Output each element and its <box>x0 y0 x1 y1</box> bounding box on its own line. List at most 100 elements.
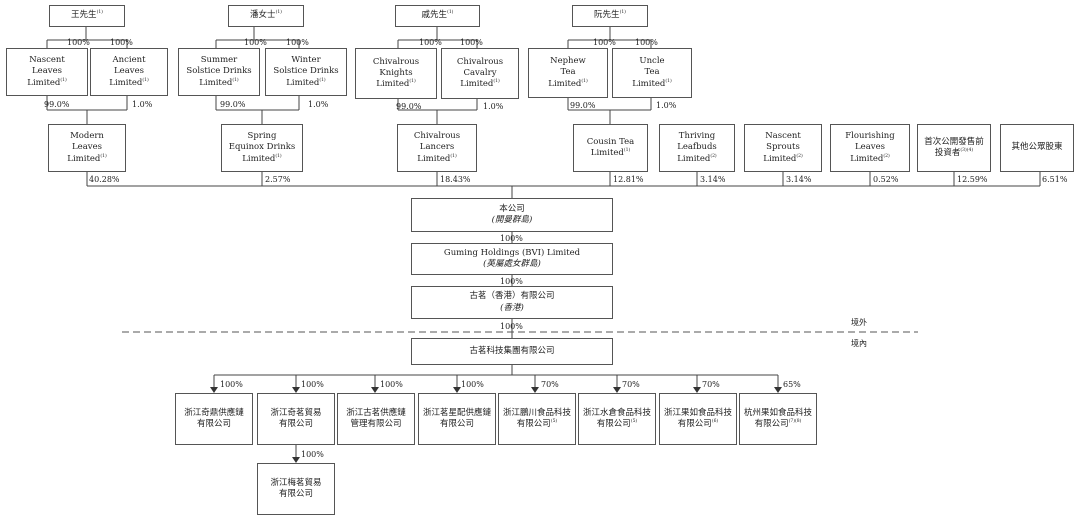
node-line: 有限公司 <box>423 419 491 430</box>
pct-cousin-tea: 12.81% <box>613 175 644 184</box>
node-line: 浙江古茗供應鏈 <box>346 408 406 419</box>
footnote-marker: (1) <box>100 153 107 159</box>
node-wang: 王先生(1) <box>49 5 125 27</box>
node-line: Chivalrous <box>457 57 503 68</box>
pct-public-shareholders: 6.51% <box>1042 175 1068 184</box>
node-line-text: Solstice Drinks <box>186 66 252 77</box>
node-sub-9: 浙江梅茗貿易有限公司 <box>257 463 335 515</box>
node-line-text: Limited <box>376 79 410 90</box>
node-line-text: Cavalry <box>463 67 497 78</box>
node-line-text: Leafbuds <box>677 142 717 153</box>
node-line-text: 浙江水倉食品科技 <box>582 407 651 418</box>
pct-chivalrous-knights: 99.0% <box>396 102 422 111</box>
node-bvi: Guming Holdings (BVI) Limited(英屬處女群島) <box>411 243 613 275</box>
node-line: Lancers <box>414 142 460 153</box>
node-line: Limited(1) <box>229 154 296 165</box>
node-line: Knights <box>373 68 419 79</box>
pct-wang-to-nascent-leaves: 100% <box>67 38 90 47</box>
footnote-marker: (1) <box>581 78 588 84</box>
node-line: 潘女士(1) <box>250 10 282 21</box>
node-line: Uncle <box>632 56 671 67</box>
footnote-marker: (1) <box>665 78 672 84</box>
pct-spring-equinox: 2.57% <box>265 175 291 184</box>
footnote-marker: (1) <box>447 10 454 16</box>
node-line: Tea <box>632 67 671 78</box>
node-line: 有限公司(5) <box>503 419 571 430</box>
footnote-marker: (2) <box>796 153 803 159</box>
node-line: 有限公司 <box>270 489 321 500</box>
footnote-marker: (5) <box>550 419 558 425</box>
node-line: 其他公眾股東 <box>1011 142 1062 153</box>
footnote-marker: (2) <box>710 153 717 159</box>
region-onshore-label: 境內 <box>851 339 867 348</box>
footnote-marker: (6) <box>711 419 719 425</box>
node-line: 阮先生(1) <box>594 10 626 21</box>
node-line-text: 浙江奇鼎供應鏈 <box>184 407 244 418</box>
node-line-text: Lancers <box>419 142 455 153</box>
node-line-text: 有限公司 <box>278 419 313 429</box>
node-line: Ancient <box>109 55 148 66</box>
node-line: Limited(1) <box>273 78 338 89</box>
pct-qi-to-cavalry: 100% <box>460 38 483 47</box>
node-line-text: 阮先生 <box>594 10 620 21</box>
pct-sub-1: 100% <box>220 380 243 389</box>
pct-sub-6: 70% <box>622 380 640 389</box>
node-line-text: Guming Holdings (BVI) Limited <box>443 247 581 258</box>
node-line: Tea <box>548 67 587 78</box>
footnote-marker: (7)(8) <box>788 419 802 425</box>
node-line: Thriving <box>677 131 717 142</box>
pct-pan-to-summer: 100% <box>244 38 267 47</box>
pct-summer-solstice: 99.0% <box>220 100 246 109</box>
footnote-marker: (5) <box>630 419 638 425</box>
node-line: 浙江梅茗貿易 <box>270 478 321 489</box>
node-line: Limited(1) <box>27 78 66 89</box>
node-line: Leaves <box>67 142 106 153</box>
node-sub-4: 浙江茗星配供應鏈有限公司 <box>418 393 496 445</box>
node-line: 管理有限公司 <box>346 419 406 430</box>
pct-flourishing-leaves: 0.52% <box>873 175 899 184</box>
pct-pre-ipo-investors: 12.59% <box>957 175 988 184</box>
node-ruan: 阮先生(1) <box>572 5 648 27</box>
pct-wang-to-ancient-leaves: 100% <box>110 38 133 47</box>
node-line-text: Leaves <box>72 142 102 153</box>
node-line: Guming Holdings (BVI) Limited <box>444 248 580 259</box>
node-line: Limited(1) <box>457 79 503 90</box>
node-sub-6: 浙江水倉食品科技有限公司(5) <box>578 393 656 445</box>
node-line: 浙江奇鼎供應鏈 <box>184 408 244 419</box>
node-line-text: Chivalrous <box>456 56 504 67</box>
pct-sub-2: 100% <box>301 380 324 389</box>
node-line-text: Leaves <box>32 66 62 77</box>
node-line: 戚先生(1) <box>422 10 454 21</box>
node-qi: 戚先生(1) <box>395 5 480 27</box>
pct-sub-7: 70% <box>702 380 720 389</box>
node-line: Spring <box>229 131 296 142</box>
node-line: Solstice Drinks <box>273 66 338 77</box>
node-company: 本公司(開曼群島) <box>411 198 613 232</box>
node-line-text: Knights <box>379 67 413 78</box>
node-line-text: 戚先生 <box>421 10 448 21</box>
node-line-text: 浙江茗星配供應鏈 <box>422 407 491 418</box>
node-line: Limited(2) <box>845 154 894 165</box>
node-group: 古茗科技集團有限公司 <box>411 338 613 365</box>
node-line-text: Chivalrous <box>372 56 420 67</box>
node-line: Chivalrous <box>414 131 460 142</box>
node-line: 有限公司(6) <box>664 419 732 430</box>
node-line: 王先生(1) <box>71 10 103 21</box>
node-line: Leaves <box>27 66 66 77</box>
pct-nascent-leaves: 99.0% <box>44 100 70 109</box>
node-sub-5: 浙江鵬川食品科技有限公司(5) <box>498 393 576 445</box>
node-line: 杭州果如食品科技 <box>744 408 812 419</box>
node-line-text: Winter <box>291 55 321 66</box>
node-line: 浙江水倉食品科技 <box>583 408 651 419</box>
node-line-text: Limited <box>109 77 143 88</box>
node-line: Limited(1) <box>587 148 634 159</box>
node-line: Chivalrous <box>373 57 419 68</box>
